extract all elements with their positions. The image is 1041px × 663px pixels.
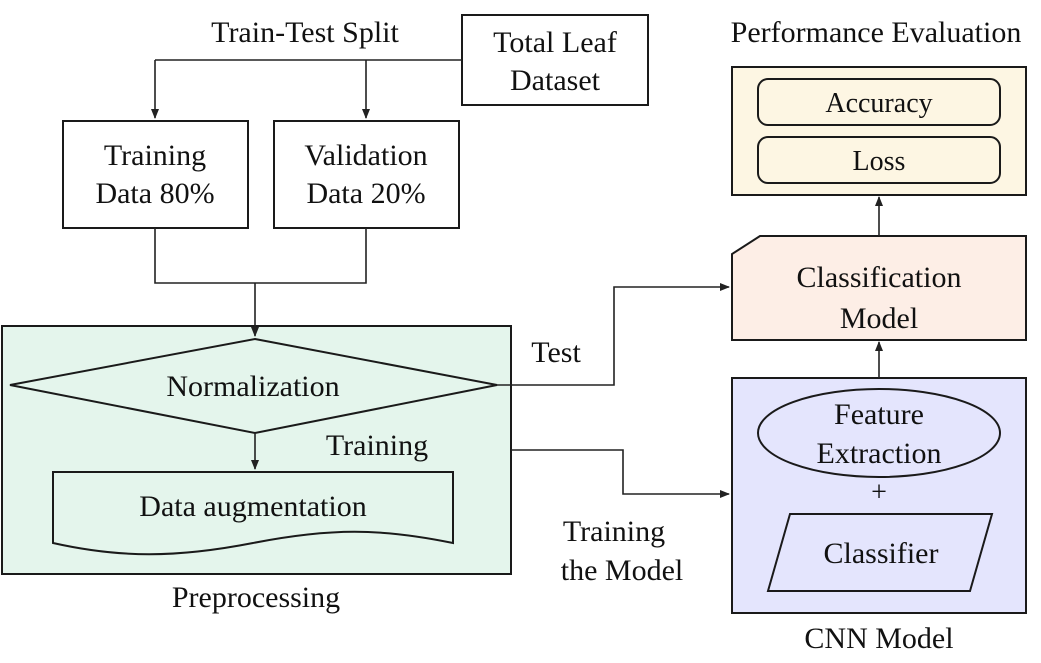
validation-data-label-line1: Validation [304, 139, 427, 172]
training-data-label-line2: Data 80% [95, 177, 214, 210]
preprocessing-caption: Preprocessing [172, 581, 340, 614]
data-augmentation-box [52, 471, 454, 556]
training-data-label-line1: Training [104, 139, 206, 172]
training-merge-line [154, 228, 367, 284]
normalization-label: Normalization [166, 370, 339, 403]
classification-model-label-line1: Classification [797, 261, 962, 294]
training-data-box [62, 120, 249, 229]
test-to-classification-arrow [497, 283, 730, 386]
classification-model-shape [731, 235, 1027, 341]
loss-box [757, 136, 1001, 184]
cnn-model-caption: CNN Model [804, 622, 953, 655]
feature-extraction-label-line1: Feature [834, 398, 924, 431]
training-the-model-label-line2: the Model [561, 554, 683, 587]
total-leaf-dataset-label-line2: Dataset [510, 64, 601, 97]
train-test-split-title: Train-Test Split [211, 16, 399, 49]
classifier-parallelogram [766, 513, 994, 592]
test-branch-label: Test [531, 336, 581, 369]
total-leaf-dataset-box [461, 14, 649, 106]
training-branch-label: Training [326, 429, 428, 462]
validation-data-label-line2: Data 20% [306, 177, 425, 210]
classifier-label: Classifier [824, 537, 939, 570]
plus-symbol: + [871, 477, 887, 508]
classification-model-label-line2: Model [840, 302, 918, 335]
total-leaf-dataset-label-line1: Total Leaf [493, 26, 617, 59]
feature-extraction-label-line2: Extraction [817, 437, 942, 470]
performance-evaluation-panel [731, 66, 1027, 196]
validation-data-box [273, 120, 460, 229]
performance-evaluation-title: Performance Evaluation [731, 16, 1022, 49]
training-the-model-label-line1: Training [563, 515, 665, 548]
data-augmentation-label: Data augmentation [139, 490, 366, 523]
accuracy-box [757, 78, 1001, 126]
training-to-cnn-arrow [511, 449, 730, 498]
loss-label: Loss [853, 146, 906, 177]
feature-extraction-ellipse [757, 388, 1001, 478]
accuracy-label: Accuracy [825, 88, 932, 119]
